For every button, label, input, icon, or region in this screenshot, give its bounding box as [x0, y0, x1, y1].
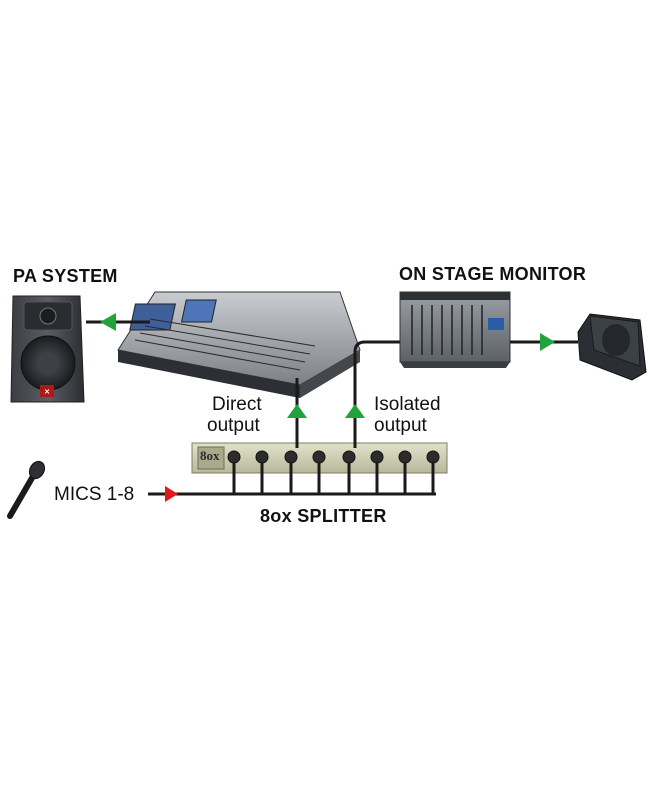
arrow-mics-in [165, 486, 178, 502]
floor-wedge-monitor-icon [577, 313, 647, 381]
isolated-output-label-line2: output [374, 415, 427, 436]
pa-speaker-icon: ✕ [10, 295, 85, 403]
splitter-jacks [227, 450, 440, 464]
arrow-to-monitor [540, 333, 555, 351]
splitter-badge: 8ox [200, 448, 220, 463]
isolated-output-label-line1: Isolated [374, 394, 441, 415]
arrow-direct-output [287, 404, 307, 418]
signal-cables [86, 320, 578, 496]
splitter-title-label: 8ox SPLITTER [260, 506, 387, 526]
mics-label: MICS 1-8 [54, 484, 135, 505]
analog-mixer-icon [399, 291, 511, 368]
microphone-icon [7, 460, 46, 519]
svg-text:✕: ✕ [44, 389, 50, 396]
pa-system-label: PA SYSTEM [13, 266, 118, 286]
on-stage-monitor-label: ON STAGE MONITOR [399, 264, 587, 284]
digital-mixing-console-icon [117, 291, 361, 398]
direct-output-label-line2: output [207, 415, 260, 436]
arrow-isolated-output [345, 404, 365, 418]
direct-output-label-line1: Direct [212, 394, 262, 415]
arrow-to-pa [100, 313, 116, 331]
